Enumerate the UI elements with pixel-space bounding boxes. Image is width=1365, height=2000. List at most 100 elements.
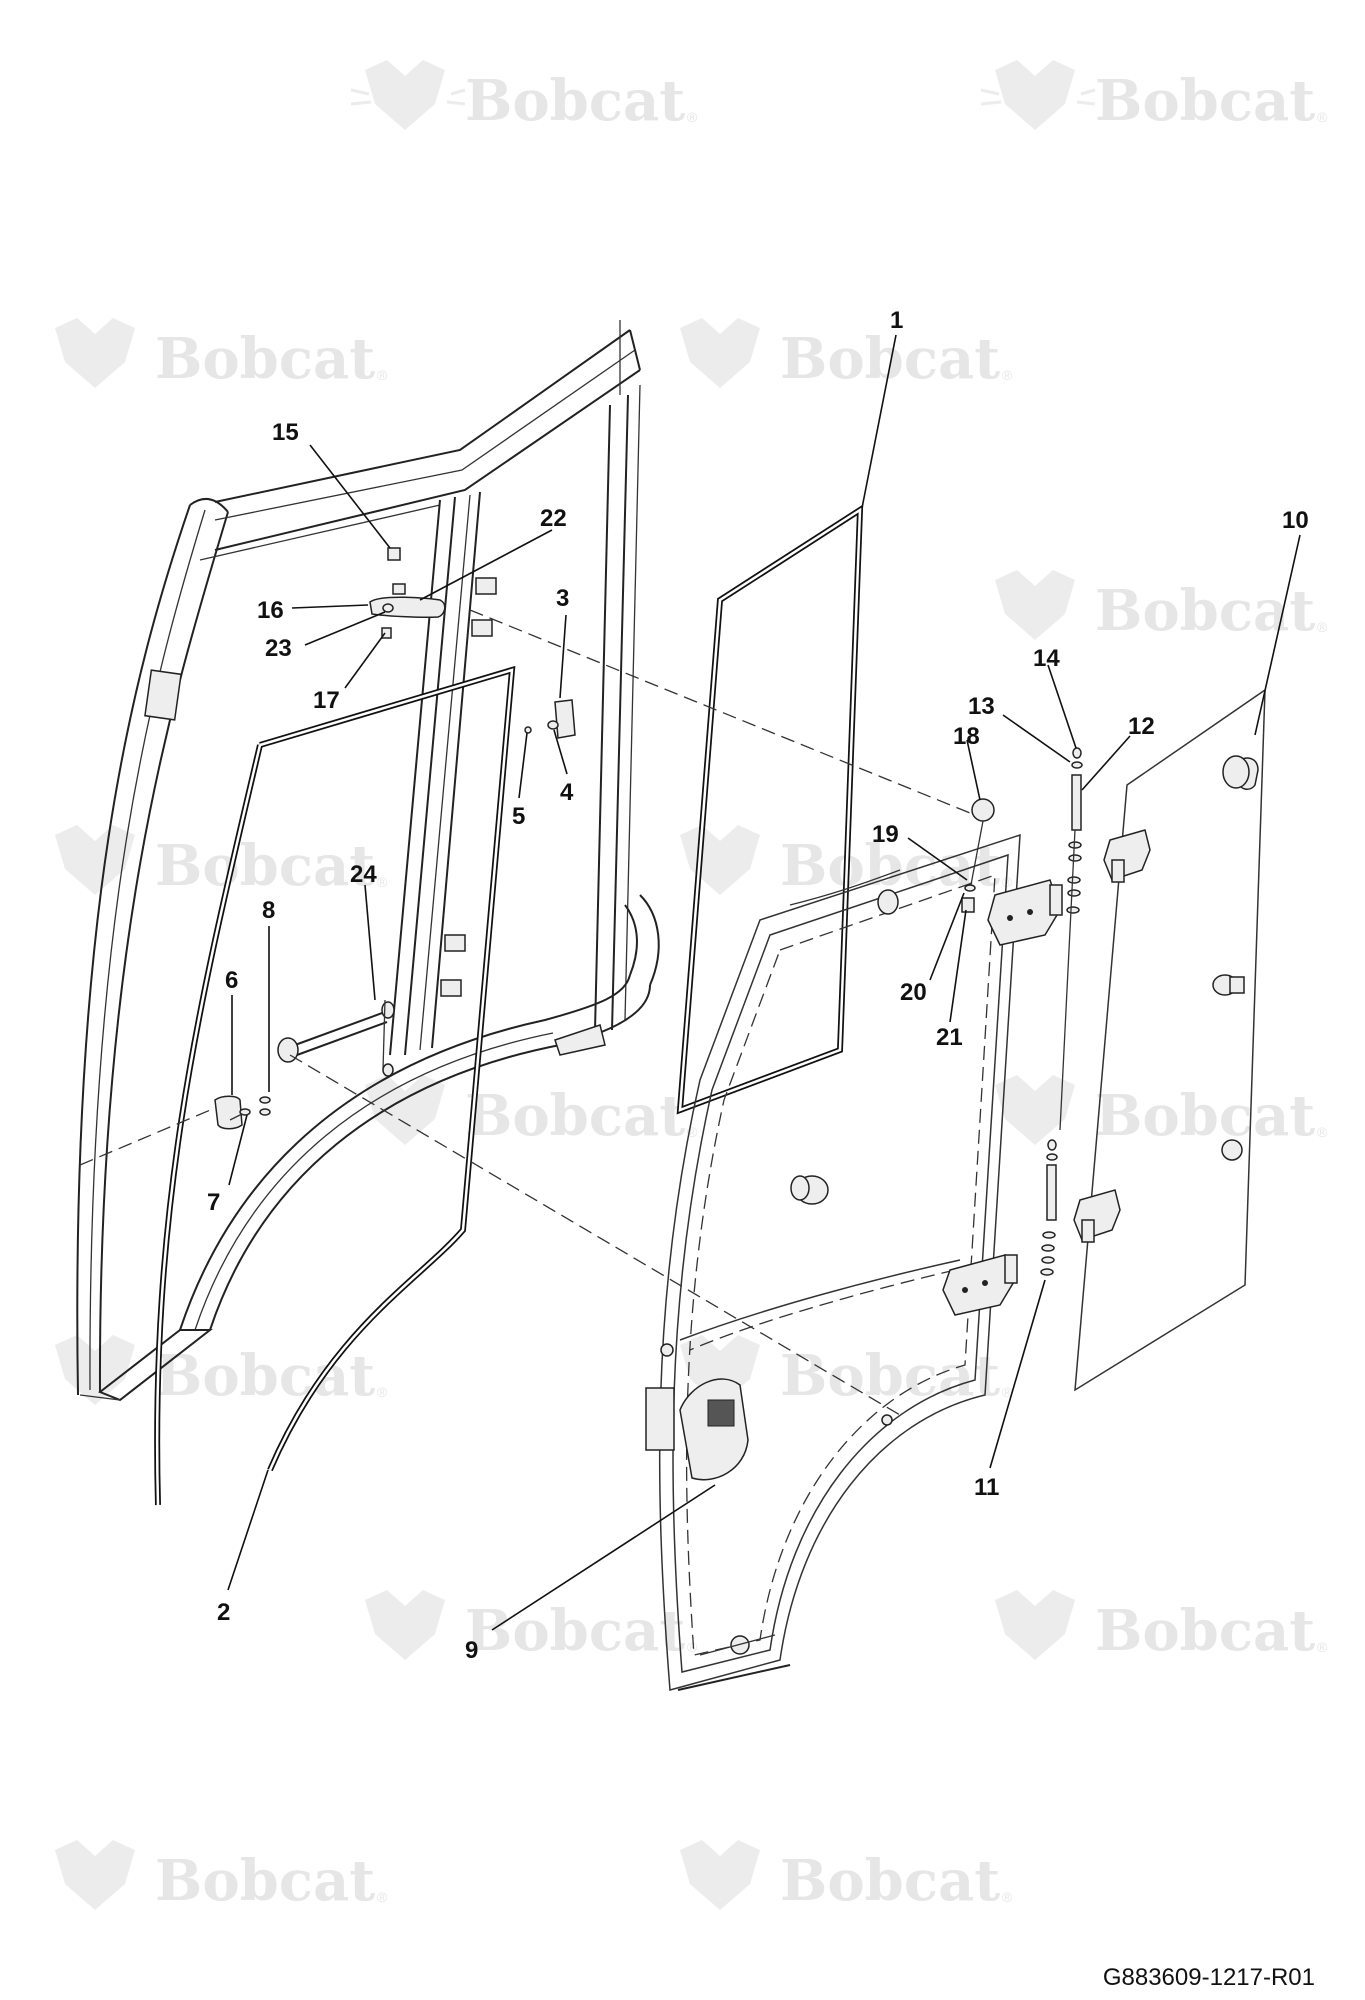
bobcat-logo-icon [995, 1075, 1075, 1145]
hardware [214, 547, 1083, 1276]
door-hinge-upper [987, 879, 1063, 946]
bobcat-logo-icon [55, 825, 135, 895]
callout-22: 22 [540, 505, 567, 532]
door-latch [645, 1378, 749, 1481]
bobcat-logo-icon [980, 60, 1096, 130]
watermark-mark: ® [1317, 619, 1328, 635]
callout-4: 4 [560, 779, 574, 806]
watermark-mark: ® [1002, 1889, 1013, 1905]
watermark-layer: Bobcat ® Bobcat ® Bobcat ® Bobcat ® [55, 60, 1328, 1914]
watermark: Bobcat ® [680, 318, 1013, 392]
bobcat-logo-icon [55, 318, 135, 388]
leader-lines [227, 334, 1301, 1631]
bobcat-logo-icon [995, 1590, 1075, 1660]
watermark: Bobcat ® [55, 318, 388, 392]
bobcat-logo-icon [350, 60, 466, 130]
bobcat-logo-icon [995, 570, 1075, 640]
callout-21: 21 [936, 1024, 963, 1051]
watermark-mark: ® [1317, 1124, 1328, 1140]
watermark-mark: ® [377, 367, 388, 383]
watermark: Bobcat ® [55, 1840, 388, 1914]
pillar-bracket [144, 669, 182, 721]
frame-hinge-tab [444, 934, 466, 952]
callout-24: 24 [350, 861, 377, 888]
callout-20: 20 [900, 979, 927, 1006]
watermark-mark: ® [377, 1384, 388, 1400]
door-hinge-lower [942, 1254, 1018, 1316]
callout-5: 5 [512, 803, 525, 830]
pin-cap-icon [1072, 747, 1082, 759]
watermark: Bobcat ® [365, 1075, 698, 1149]
watermark-text: Bobcat [465, 1598, 685, 1664]
watermark: Bobcat ® [680, 1840, 1013, 1914]
callout-2: 2 [217, 1599, 230, 1626]
document-id: G883609-1217-R01 [1103, 1964, 1315, 1991]
callout-6: 6 [225, 967, 238, 994]
hinge-pin-icon [1071, 774, 1082, 831]
hinge-pin-icon [877, 889, 899, 915]
watermark: Bobcat ® [350, 60, 698, 134]
callout-11: 11 [974, 1474, 999, 1501]
side-window-panel [1073, 688, 1266, 1392]
callout-8: 8 [262, 897, 275, 924]
watermark-text: Bobcat [155, 1848, 375, 1914]
strut-end-icon [277, 1037, 299, 1063]
callout-7: 7 [207, 1189, 220, 1216]
callout-15: 15 [272, 419, 299, 446]
frame-hinge-tab [475, 577, 497, 595]
watermark-text: Bobcat [465, 1083, 685, 1149]
watermark-mark: ® [687, 1639, 698, 1655]
watermark-mark: ® [1002, 874, 1013, 890]
frame-hinge-tab [471, 619, 493, 637]
bobcat-logo-icon [680, 318, 760, 388]
callout-18: 18 [953, 723, 980, 750]
assembly-guides [79, 609, 976, 1416]
bobcat-logo-icon [365, 1590, 445, 1660]
bobcat-logo-icon [365, 1075, 445, 1145]
callout-14: 14 [1033, 645, 1060, 672]
watermark-text: Bobcat [465, 68, 685, 134]
watermark-text: Bobcat [1095, 1598, 1315, 1664]
door-seal-left [154, 665, 516, 1506]
ball-joint-icon [971, 798, 995, 822]
watermark-mark: ® [1002, 367, 1013, 383]
frame-hinge-tab [440, 979, 462, 997]
watermark-text: Bobcat [1095, 1083, 1315, 1149]
callout-17: 17 [313, 687, 340, 714]
callout-16: 16 [257, 597, 284, 624]
watermark-mark: ® [1317, 1639, 1328, 1655]
bobcat-logo-icon [680, 825, 760, 895]
callout-labels: 1 2 3 4 5 6 7 8 9 10 11 12 13 14 15 16 1… [207, 307, 1309, 1664]
panel-knob-icon [1222, 755, 1250, 789]
watermark: Bobcat ® [995, 1590, 1328, 1664]
callout-13: 13 [968, 693, 995, 720]
watermark-mark: ® [377, 874, 388, 890]
watermark-text: Bobcat [155, 326, 375, 392]
watermark-text: Bobcat [155, 833, 375, 899]
callout-3: 3 [556, 585, 569, 612]
window-seal [676, 504, 864, 1115]
callout-23: 23 [265, 635, 292, 662]
watermark-text: Bobcat [780, 1848, 1000, 1914]
door-assembly [645, 833, 1063, 1691]
watermark-text: Bobcat [780, 833, 1000, 899]
watermark: Bobcat ® [995, 1075, 1328, 1149]
callout-19: 19 [872, 821, 899, 848]
cab-frame [76, 320, 660, 1402]
watermark-mark: ® [1317, 109, 1328, 125]
watermark: Bobcat ® [55, 825, 388, 899]
watermark-mark: ® [687, 1124, 698, 1140]
watermark-text: Bobcat [1095, 68, 1315, 134]
callout-1: 1 [890, 307, 903, 334]
bobcat-logo-icon [55, 1840, 135, 1910]
watermark: Bobcat ® [980, 60, 1328, 134]
watermark-mark: ® [1002, 1384, 1013, 1400]
callout-12: 12 [1128, 713, 1155, 740]
watermark-text: Bobcat [780, 326, 1000, 392]
latch-button-icon [707, 1399, 735, 1427]
callout-10: 10 [1282, 507, 1309, 534]
watermark-text: Bobcat [780, 1343, 1000, 1409]
watermark: Bobcat ® [365, 1590, 698, 1664]
watermark-mark: ® [687, 109, 698, 125]
